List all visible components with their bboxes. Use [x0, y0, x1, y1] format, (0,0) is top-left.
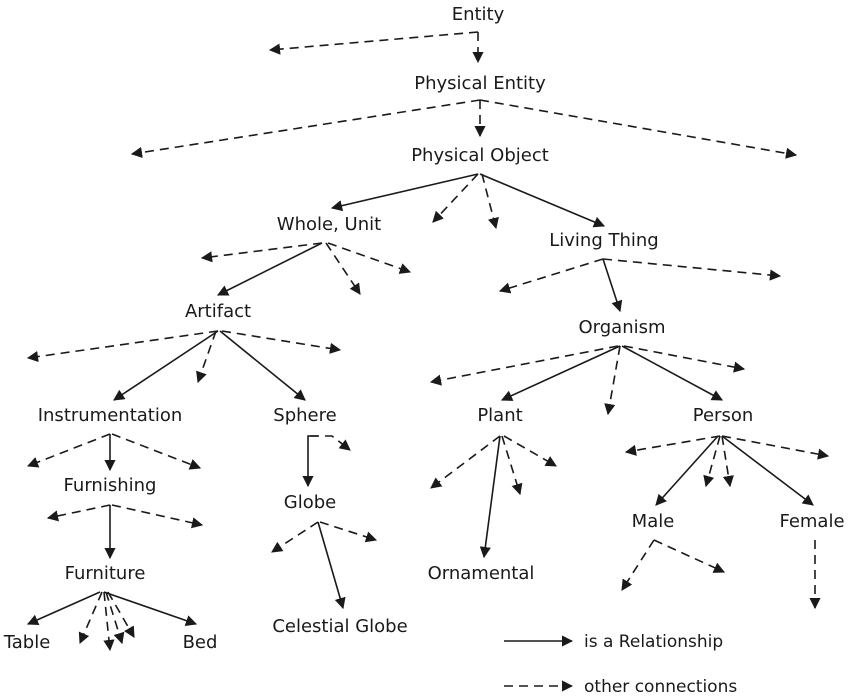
edge-person-other-4 — [721, 435, 830, 460]
edge-physical-object-living-thing — [479, 173, 606, 228]
edge-organism-other-2 — [604, 345, 621, 416]
edge-person-other-3 — [721, 435, 734, 488]
edge-plant-ornamental — [479, 435, 501, 559]
edge-furniture-other-2 — [103, 591, 115, 652]
edge-furniture-bed — [103, 591, 198, 626]
edge-physical-object-other-1 — [432, 173, 479, 223]
edge-artifact-instrumentation — [113, 330, 219, 401]
edge-furniture-other-4 — [107, 591, 135, 638]
node-entity: Entity — [452, 4, 505, 25]
edge-living-thing-organism — [602, 258, 623, 313]
edge-person-female — [721, 435, 814, 506]
edge-globe-other-1 — [271, 521, 319, 553]
edge-instrumentation-other-1 — [26, 433, 111, 468]
node-physical-object: Physical Object — [411, 145, 549, 166]
edge-plant-other-1 — [430, 435, 501, 489]
edge-instrumentation-other-2 — [111, 433, 202, 470]
node-living-thing: Living Thing — [549, 230, 658, 251]
edge-physical-entity-left — [130, 99, 481, 158]
edge-physical-object-other-2 — [481, 173, 499, 230]
legend-solid-label: is a Relationship — [584, 632, 723, 652]
node-furnishing: Furnishing — [64, 475, 157, 496]
edge-whole-unit-artifact — [216, 242, 323, 296]
edge-plant-other-3 — [503, 435, 557, 467]
edge-furniture-other-1 — [78, 591, 103, 645]
node-furniture: Furniture — [65, 563, 146, 584]
edge-whole-unit-other-2 — [325, 242, 361, 295]
node-female: Female — [779, 511, 844, 532]
edge-organism-person — [621, 345, 723, 401]
edge-male-other-1 — [621, 539, 655, 591]
edge-entity-other — [268, 31, 479, 55]
edge-physical-entity-right — [479, 99, 798, 159]
node-male: Male — [632, 511, 675, 532]
edge-artifact-other-3 — [221, 330, 342, 354]
edge-organism-other-3 — [623, 345, 746, 373]
edge-furniture-table — [26, 591, 101, 626]
node-sphere: Sphere — [273, 405, 336, 426]
edge-whole-unit-other-3 — [327, 242, 412, 274]
edge-organism-plant — [500, 345, 621, 401]
node-artifact: Artifact — [185, 301, 251, 322]
edge-globe-other-2 — [319, 521, 378, 543]
legend: is a Relationship other connections — [504, 632, 737, 697]
edge-artifact-other-1 — [26, 330, 219, 363]
edge-sphere-globe — [302, 435, 318, 488]
edge-plant-other-2 — [501, 435, 523, 496]
node-organism: Organism — [578, 317, 665, 338]
edge-living-thing-other-1 — [498, 258, 604, 294]
edge-person-other-2 — [703, 435, 721, 488]
is-a-edges — [26, 173, 814, 626]
node-labels: Entity Physical Entity Physical Object W… — [3, 4, 845, 653]
edge-sphere-other — [310, 435, 351, 451]
legend-dashed-label: other connections — [584, 677, 737, 697]
node-person: Person — [693, 405, 754, 426]
node-ornamental: Ornamental — [428, 563, 535, 584]
edge-whole-unit-other-1 — [200, 242, 323, 263]
edge-male-other-2 — [653, 539, 726, 573]
node-celestial-globe: Celestial Globe — [272, 616, 407, 637]
node-globe: Globe — [284, 492, 336, 513]
edge-organism-other-1 — [429, 345, 619, 386]
edge-artifact-other-2 — [196, 330, 217, 384]
node-instrumentation: Instrumentation — [38, 405, 183, 426]
node-physical-entity: Physical Entity — [414, 73, 546, 94]
edge-furnishing-other-2 — [111, 504, 204, 529]
node-bed: Bed — [183, 632, 218, 653]
node-plant: Plant — [477, 405, 522, 426]
edge-person-other-1 — [624, 435, 721, 456]
node-whole-unit: Whole, Unit — [277, 214, 381, 235]
edge-artifact-sphere — [219, 330, 306, 401]
edge-physical-object-whole-unit — [330, 173, 479, 212]
edge-living-thing-other-2 — [602, 258, 782, 281]
edge-globe-celestial-globe — [317, 521, 346, 610]
other-edges — [26, 31, 830, 652]
edge-furnishing-other-1 — [46, 504, 111, 522]
node-table: Table — [3, 632, 51, 653]
edge-furniture-other-3 — [105, 591, 125, 645]
edge-person-male — [655, 435, 719, 506]
